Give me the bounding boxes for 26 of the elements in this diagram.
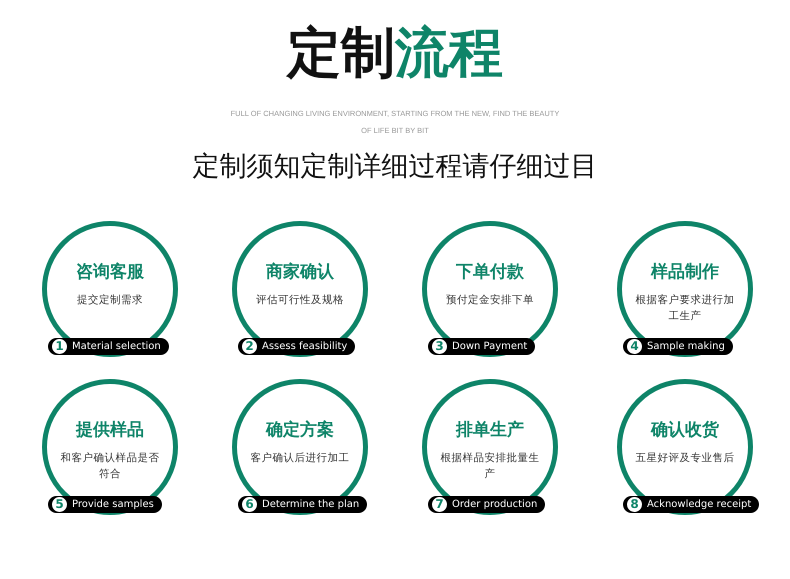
title: 定制 bbox=[287, 20, 395, 86]
step-description: 根据客户要求进行加工生产 bbox=[634, 293, 736, 324]
step-heading: 咨询客服 bbox=[75, 261, 145, 283]
step-heading: 确认收货 bbox=[650, 419, 720, 441]
step-circle bbox=[42, 221, 178, 357]
step-heading: 样品制作 bbox=[650, 261, 720, 283]
step-description: 和客户确认样品是否符合 bbox=[60, 451, 160, 482]
step-heading: 下单付款 bbox=[455, 261, 525, 283]
step-heading: 排单生产 bbox=[454, 419, 525, 441]
step-heading: 提供样品 bbox=[74, 419, 145, 441]
step-circle bbox=[422, 221, 558, 357]
step-circle bbox=[617, 221, 753, 357]
step-heading: 确定方案 bbox=[264, 419, 335, 441]
step-circle bbox=[232, 221, 368, 357]
subtitle: 定制须知定制详细过程请仔细过目 bbox=[192, 150, 598, 184]
step-description: 五星好评及专业售后 bbox=[634, 451, 736, 466]
step-description: 客户确认后进行加工 bbox=[250, 451, 350, 466]
step-description: 预付定金安排下单 bbox=[445, 293, 535, 308]
step-circle bbox=[422, 379, 558, 515]
step-circle bbox=[232, 379, 368, 515]
step-heading: 商家确认 bbox=[265, 261, 335, 283]
step-description: 提交定制需求 bbox=[76, 293, 144, 308]
step-description: 评估可行性及规格 bbox=[255, 293, 345, 308]
title: 流程 bbox=[395, 20, 503, 86]
step-circle bbox=[42, 379, 178, 515]
step-description: 根据样品安排批量生产 bbox=[440, 451, 540, 482]
